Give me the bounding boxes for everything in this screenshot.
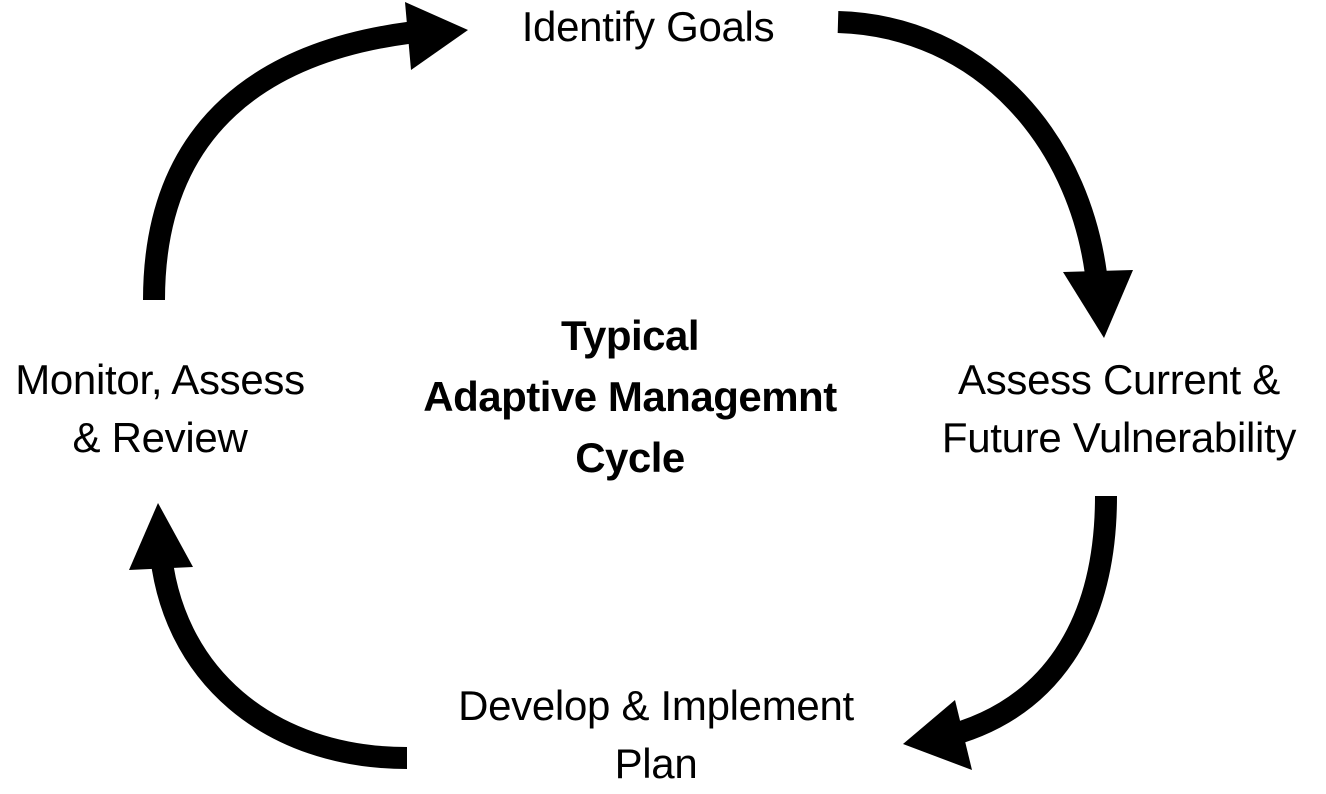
arrow-develop-to-monitor <box>129 503 408 769</box>
node-identify-goals-line1: Identify Goals <box>521 3 775 50</box>
node-develop-plan-line1: Develop & Implement <box>458 682 854 729</box>
node-assess-vulnerability-line2: Future Vulnerability <box>941 414 1297 461</box>
node-assess-vulnerability: Assess Current & Future Vulnerability <box>912 351 1326 467</box>
diagram-title-line3: Cycle <box>575 434 685 481</box>
diagram-title-line2: Adaptive Managemnt <box>423 373 837 420</box>
arrow-identify-to-assess <box>837 11 1133 338</box>
node-develop-plan: Develop & Implement Plan <box>406 677 906 793</box>
node-develop-plan-line2: Plan <box>614 740 698 787</box>
node-monitor-review: Monitor, Assess & Review <box>0 351 320 467</box>
node-assess-vulnerability-line1: Assess Current & <box>958 356 1280 403</box>
node-identify-goals: Identify Goals <box>448 0 848 56</box>
diagram-title-line1: Typical <box>560 312 700 359</box>
arrow-assess-to-develop <box>903 495 1117 770</box>
arrow-monitor-to-identify <box>143 2 468 301</box>
diagram-title: Typical Adaptive Managemnt Cycle <box>360 305 900 488</box>
node-monitor-review-line1: Monitor, Assess <box>15 356 305 403</box>
node-monitor-review-line2: & Review <box>72 414 248 461</box>
